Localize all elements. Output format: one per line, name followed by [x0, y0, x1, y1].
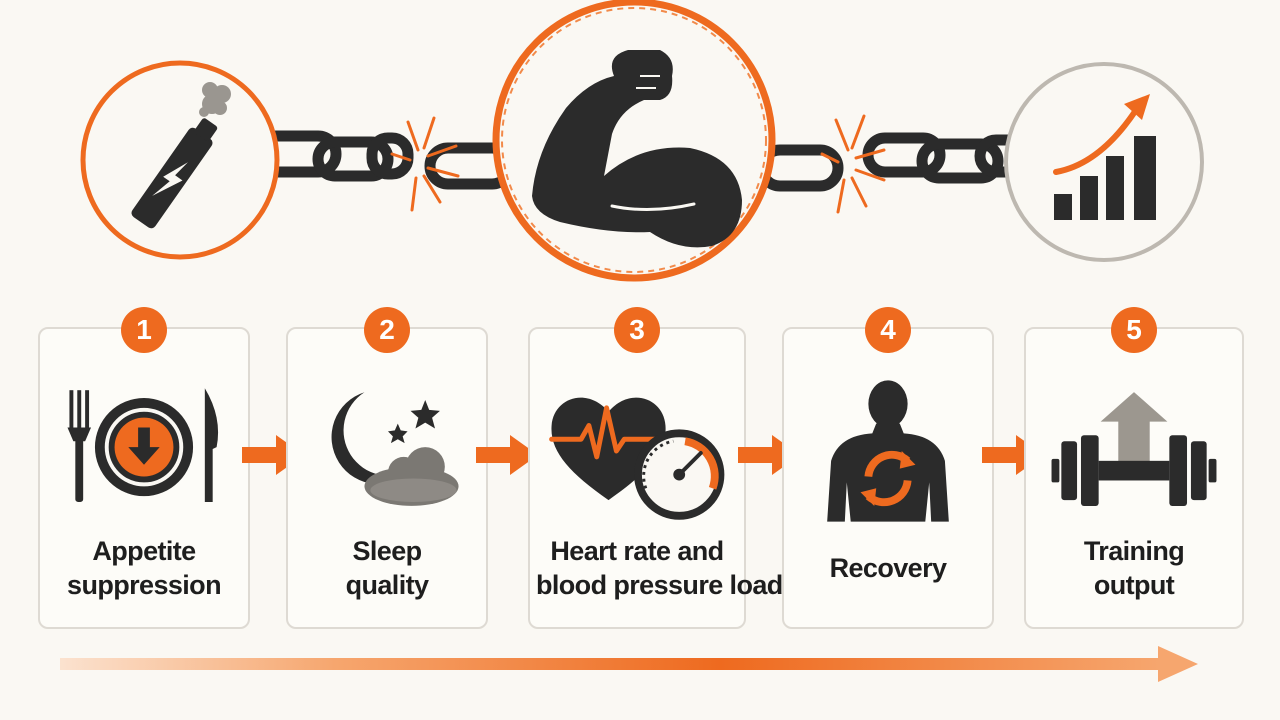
- step-label: Training output: [1083, 536, 1185, 600]
- step-card-sleep: 2 Sleep quality: [286, 307, 488, 629]
- step-label: Sleep quality: [345, 536, 429, 600]
- step-label: Recovery: [829, 553, 947, 583]
- vape-pen-icon: [80, 60, 280, 260]
- step-card-training: 5 Training output: [1024, 307, 1244, 629]
- dumbbell-up-icon: [1051, 392, 1217, 506]
- step-card-appetite: 1 Appetite suppression: [38, 307, 250, 629]
- flexed-arm-icon: [492, 0, 776, 282]
- growth-chart-icon: [1004, 62, 1204, 262]
- break-sparks-left: [390, 116, 460, 212]
- moon-stars-icon: [331, 392, 459, 506]
- break-sparks-right: [820, 114, 886, 214]
- body-recovery-icon: [827, 380, 949, 522]
- chain-header: [80, 0, 1204, 282]
- step-number-badge: 5: [1111, 307, 1157, 353]
- plate-down-arrow-icon: [67, 388, 219, 503]
- step-card-heart: 3 Heart rate and blood pressure load: [528, 307, 783, 629]
- heart-gauge-icon: [549, 397, 725, 520]
- step-label: Appetite suppression: [67, 536, 222, 600]
- step-number-badge: 2: [364, 307, 410, 353]
- step-number-badge: 3: [614, 307, 660, 353]
- step-number-badge: 4: [865, 307, 911, 353]
- progression-arrow: [60, 646, 1198, 682]
- flow-arrow-icon: [476, 435, 538, 475]
- step-number-badge: 1: [121, 307, 167, 353]
- step-card-recovery: 4 Recovery: [782, 307, 994, 629]
- step-label: Heart rate and blood pressure load: [536, 536, 783, 600]
